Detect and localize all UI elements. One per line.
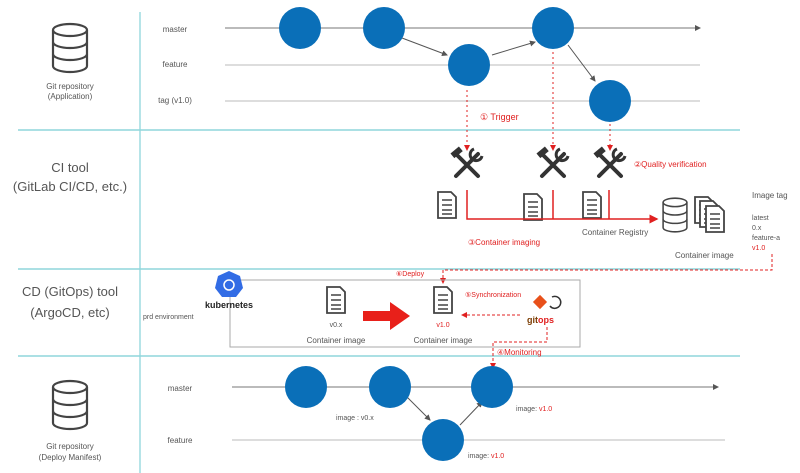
step-deploy: ⑥Deploy (396, 270, 425, 278)
kubernetes-icon (215, 271, 243, 297)
ci-title-2: (GitLab CI/CD, etc.) (13, 179, 127, 194)
step-container-imaging: ③Container imaging (468, 238, 540, 247)
kubernetes-label: kubernetes (205, 300, 253, 310)
gitops-icon (532, 294, 562, 310)
prd-environment-label: prd environment (143, 314, 194, 321)
upgrade-arrow (363, 302, 410, 330)
merge-arrow (491, 40, 536, 56)
document-icon (582, 191, 602, 219)
step-synchronization: ⑤Synchronization (465, 291, 521, 299)
app-repo-title-2: (Application) (48, 92, 93, 101)
document-icon (326, 286, 346, 314)
app-repo-title-1: Git repository (46, 82, 94, 91)
registry-database-icon (662, 197, 688, 233)
commit-node (279, 7, 321, 49)
imaging-flow-line (466, 190, 659, 224)
commit-node (422, 419, 464, 461)
image-tag-active: v1.0 (752, 245, 765, 252)
new-version-label: v1.0 (436, 322, 449, 329)
image-tag: 0.x (752, 225, 762, 232)
branch-label-master: master (163, 25, 188, 34)
merge-arrow (401, 37, 448, 57)
container-images-icon (694, 196, 725, 233)
branch-label-feature: feature (163, 60, 188, 69)
ci-title-1: CI tool (51, 160, 89, 175)
merge-arrow (406, 396, 431, 421)
build-tools-icon (534, 144, 570, 178)
cd-title-1: CD (GitOps) tool (22, 284, 118, 299)
cd-title-2: (ArgoCD, etc) (30, 305, 109, 320)
deploy-repo-title-1: Git repository (46, 442, 94, 451)
step-trigger: ① Trigger (480, 112, 519, 122)
prd-environment-box (229, 279, 581, 348)
commit-node (363, 7, 405, 49)
document-icon (523, 193, 543, 221)
build-tools-icon (591, 144, 627, 178)
container-registry-label: Container Registry (582, 228, 648, 237)
image-tag: latest (752, 215, 769, 222)
branch-label-master: master (168, 384, 193, 393)
step-quality-verification: ②Quality verification (634, 160, 707, 169)
container-image-label: Container image (414, 336, 473, 345)
database-icon (51, 379, 89, 431)
document-icon (433, 286, 453, 314)
container-image-label: Container image (675, 251, 734, 260)
image-label-new: image: v1.0 (516, 406, 552, 413)
commit-node (532, 7, 574, 49)
step-monitoring: ④Monitoring (497, 348, 542, 357)
old-version-label: v0.x (330, 322, 343, 329)
branch-label-feature: feature (168, 436, 193, 445)
merge-arrow (567, 44, 596, 82)
commit-node (589, 80, 631, 122)
image-label-new: image: v1.0 (468, 453, 504, 460)
commit-node (471, 366, 513, 408)
commit-node (285, 366, 327, 408)
image-label-old: image : v0.x (336, 415, 374, 422)
monitoring-line (490, 327, 548, 369)
commit-node (369, 366, 411, 408)
image-tag: feature-a (752, 235, 780, 242)
container-image-label: Container image (307, 336, 366, 345)
deploy-repo-title-2: (Deploy Manifest) (39, 453, 102, 462)
merge-arrow (459, 401, 483, 426)
commit-node (448, 44, 490, 86)
database-icon (51, 22, 89, 74)
document-icon (437, 191, 457, 219)
build-tools-icon (448, 144, 484, 178)
branch-label-tag: tag (v1.0) (158, 96, 192, 105)
deploy-flow-line (440, 254, 773, 284)
image-tag-title: Image tag (752, 191, 788, 200)
gitops-label: gitops (527, 315, 554, 325)
